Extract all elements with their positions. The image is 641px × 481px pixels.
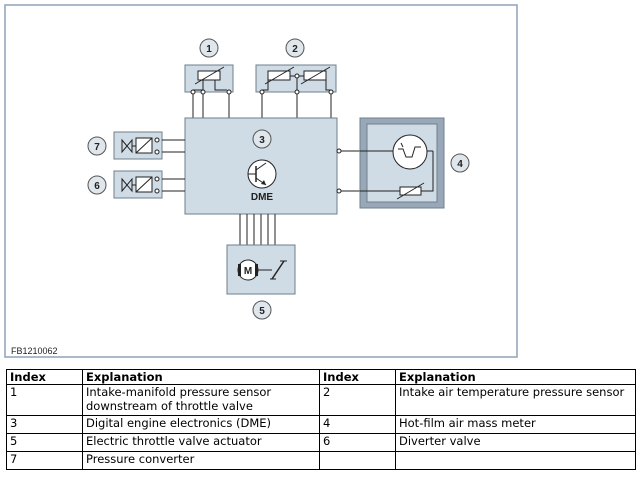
legend-header-index: Index xyxy=(319,369,396,385)
legend-row: 1 Intake-manifold pressure sensor downst… xyxy=(6,384,636,416)
callout-6: 6 xyxy=(87,175,107,195)
legend-explanation: Pressure converter xyxy=(82,451,320,470)
callout-2: 2 xyxy=(285,38,305,58)
diverter-valve-box xyxy=(113,170,185,199)
legend-explanation: Hot-film air mass meter xyxy=(395,415,636,434)
legend-row: 5 Electric throttle valve actuator 6 Div… xyxy=(6,433,636,452)
legend-header-row: Index Explanation Index Explanation xyxy=(6,369,636,385)
legend-index: 6 xyxy=(319,433,396,452)
throttle-actuator-box: M xyxy=(226,214,296,295)
sensor-2-box xyxy=(255,64,337,118)
legend-index: 4 xyxy=(319,415,396,434)
legend-index: 7 xyxy=(6,451,83,470)
legend-row: 3 Digital engine electronics (DME) 4 Hot… xyxy=(6,415,636,434)
legend-explanation: Diverter valve xyxy=(395,433,636,452)
callout-5: 5 xyxy=(252,300,272,320)
svg-text:5: 5 xyxy=(259,306,265,317)
legend-explanation: Intake air temperature pressure sensor xyxy=(395,384,636,416)
legend-index: 5 xyxy=(6,433,83,452)
hfm-box xyxy=(359,117,445,209)
legend-index xyxy=(319,451,396,470)
legend-explanation: Electric throttle valve actuator xyxy=(82,433,320,452)
svg-text:6: 6 xyxy=(94,181,100,192)
svg-text:2: 2 xyxy=(292,44,298,55)
legend-header-explanation: Explanation xyxy=(82,369,320,385)
motor-label: M xyxy=(244,266,252,277)
sensor-1-box xyxy=(184,64,234,118)
dme-hfm-wires xyxy=(336,148,360,194)
system-diagram: DME xyxy=(4,4,518,358)
legend-row: 7 Pressure converter xyxy=(6,451,636,470)
legend-header-explanation: Explanation xyxy=(395,369,636,385)
legend-explanation: Digital engine electronics (DME) xyxy=(82,415,320,434)
legend-table: Index Explanation Index Explanation 1 In… xyxy=(6,369,636,470)
svg-text:7: 7 xyxy=(94,142,100,153)
pressure-converter-box xyxy=(113,131,185,160)
legend-index: 3 xyxy=(6,415,83,434)
svg-text:4: 4 xyxy=(457,159,463,170)
callout-3: 3 xyxy=(252,129,272,149)
svg-text:1: 1 xyxy=(206,44,212,55)
callout-7: 7 xyxy=(87,136,107,156)
dme-label: DME xyxy=(251,192,274,203)
legend-explanation xyxy=(395,451,636,470)
callout-1: 1 xyxy=(199,38,219,58)
svg-text:3: 3 xyxy=(259,135,265,146)
legend-explanation: Intake-manifold pressure sensor downstre… xyxy=(82,384,320,416)
callout-4: 4 xyxy=(450,153,470,173)
legend-header-index: Index xyxy=(6,369,83,385)
legend-index: 1 xyxy=(6,384,83,416)
legend-index: 2 xyxy=(319,384,396,416)
figure-code: FB1210062 xyxy=(11,346,58,356)
